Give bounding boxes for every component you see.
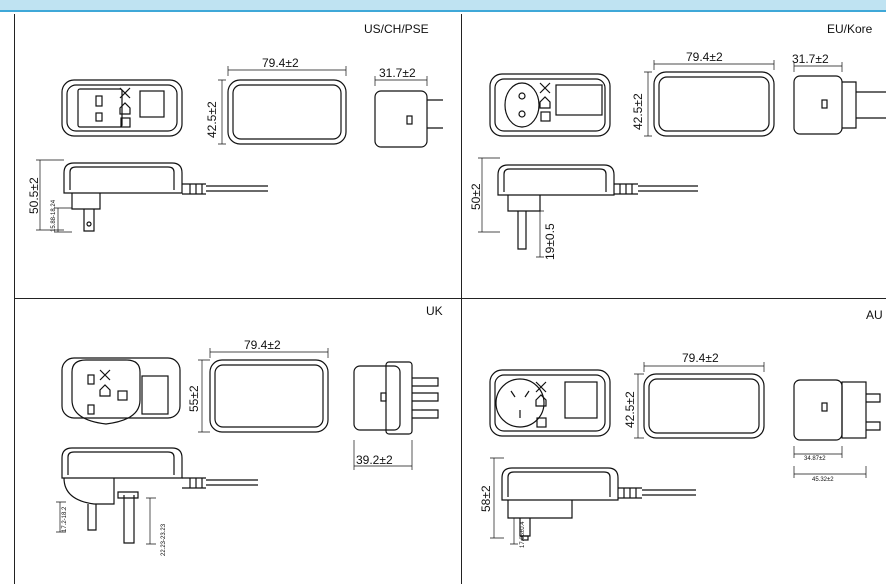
au-height-dim: 42.5±2: [623, 391, 637, 428]
eu-top-view: [653, 71, 775, 137]
au-depth-a-dim: 34.87±2: [804, 456, 826, 462]
us-height-dim: 42.5±2: [205, 101, 219, 138]
us-side-height-dim: 50.5±2: [27, 177, 41, 214]
eu-front-view: [489, 73, 611, 137]
diagram-frame: [14, 14, 886, 584]
uk-side-view: [353, 361, 439, 435]
us-depth-dim: 31.7±2: [379, 66, 416, 80]
eu-depth-dim: 31.7±2: [792, 52, 829, 66]
eu-side-view: [793, 75, 886, 135]
au-top-view: [643, 373, 765, 439]
grid-divider-vertical: [461, 14, 462, 584]
uk-profile-view: [61, 447, 258, 544]
uk-pin-a-dim: 17.2-18.2: [62, 506, 68, 532]
au-pin-dim: 17.06±0.4: [520, 521, 526, 548]
au-side-view: [793, 379, 881, 441]
eu-pin-dim: 19±0.5: [543, 223, 557, 260]
us-pin-dim: 15.88-18.24: [51, 199, 57, 232]
uk-width-dim: 79.4±2: [244, 338, 281, 352]
eu-height-dim: 42.5±2: [631, 93, 645, 130]
eu-side-height-dim: 50±2: [469, 183, 483, 210]
eu-width-dim: 79.4±2: [686, 50, 723, 64]
us-profile-view: [63, 162, 268, 232]
uk-front-view: [61, 357, 181, 425]
us-width-dim: 79.4±2: [262, 56, 299, 70]
au-depth-b-dim: 45.32±2: [812, 477, 834, 483]
grid-divider-horizontal: [14, 298, 886, 299]
uk-depth-dim: 39.2±2: [356, 453, 393, 467]
us-top-view: [227, 79, 347, 145]
au-profile-view: [501, 467, 696, 541]
region-label-uk: UK: [426, 304, 443, 318]
au-width-dim: 79.4±2: [682, 351, 719, 365]
region-label-us: US/CH/PSE: [364, 22, 429, 36]
us-side-view: [374, 90, 443, 148]
region-label-eu: EU/Kore: [827, 22, 873, 36]
uk-height-dim: 55±2: [187, 385, 201, 412]
header-bar: [0, 0, 886, 12]
uk-top-view: [209, 359, 329, 433]
us-front-view: [61, 79, 183, 137]
au-front-view: [489, 369, 611, 437]
uk-pin-b-dim: 22.23-23.23: [161, 523, 167, 556]
eu-profile-view: [497, 164, 698, 250]
region-label-au: AU: [866, 308, 883, 322]
au-side-height-dim: 58±2: [479, 485, 493, 512]
